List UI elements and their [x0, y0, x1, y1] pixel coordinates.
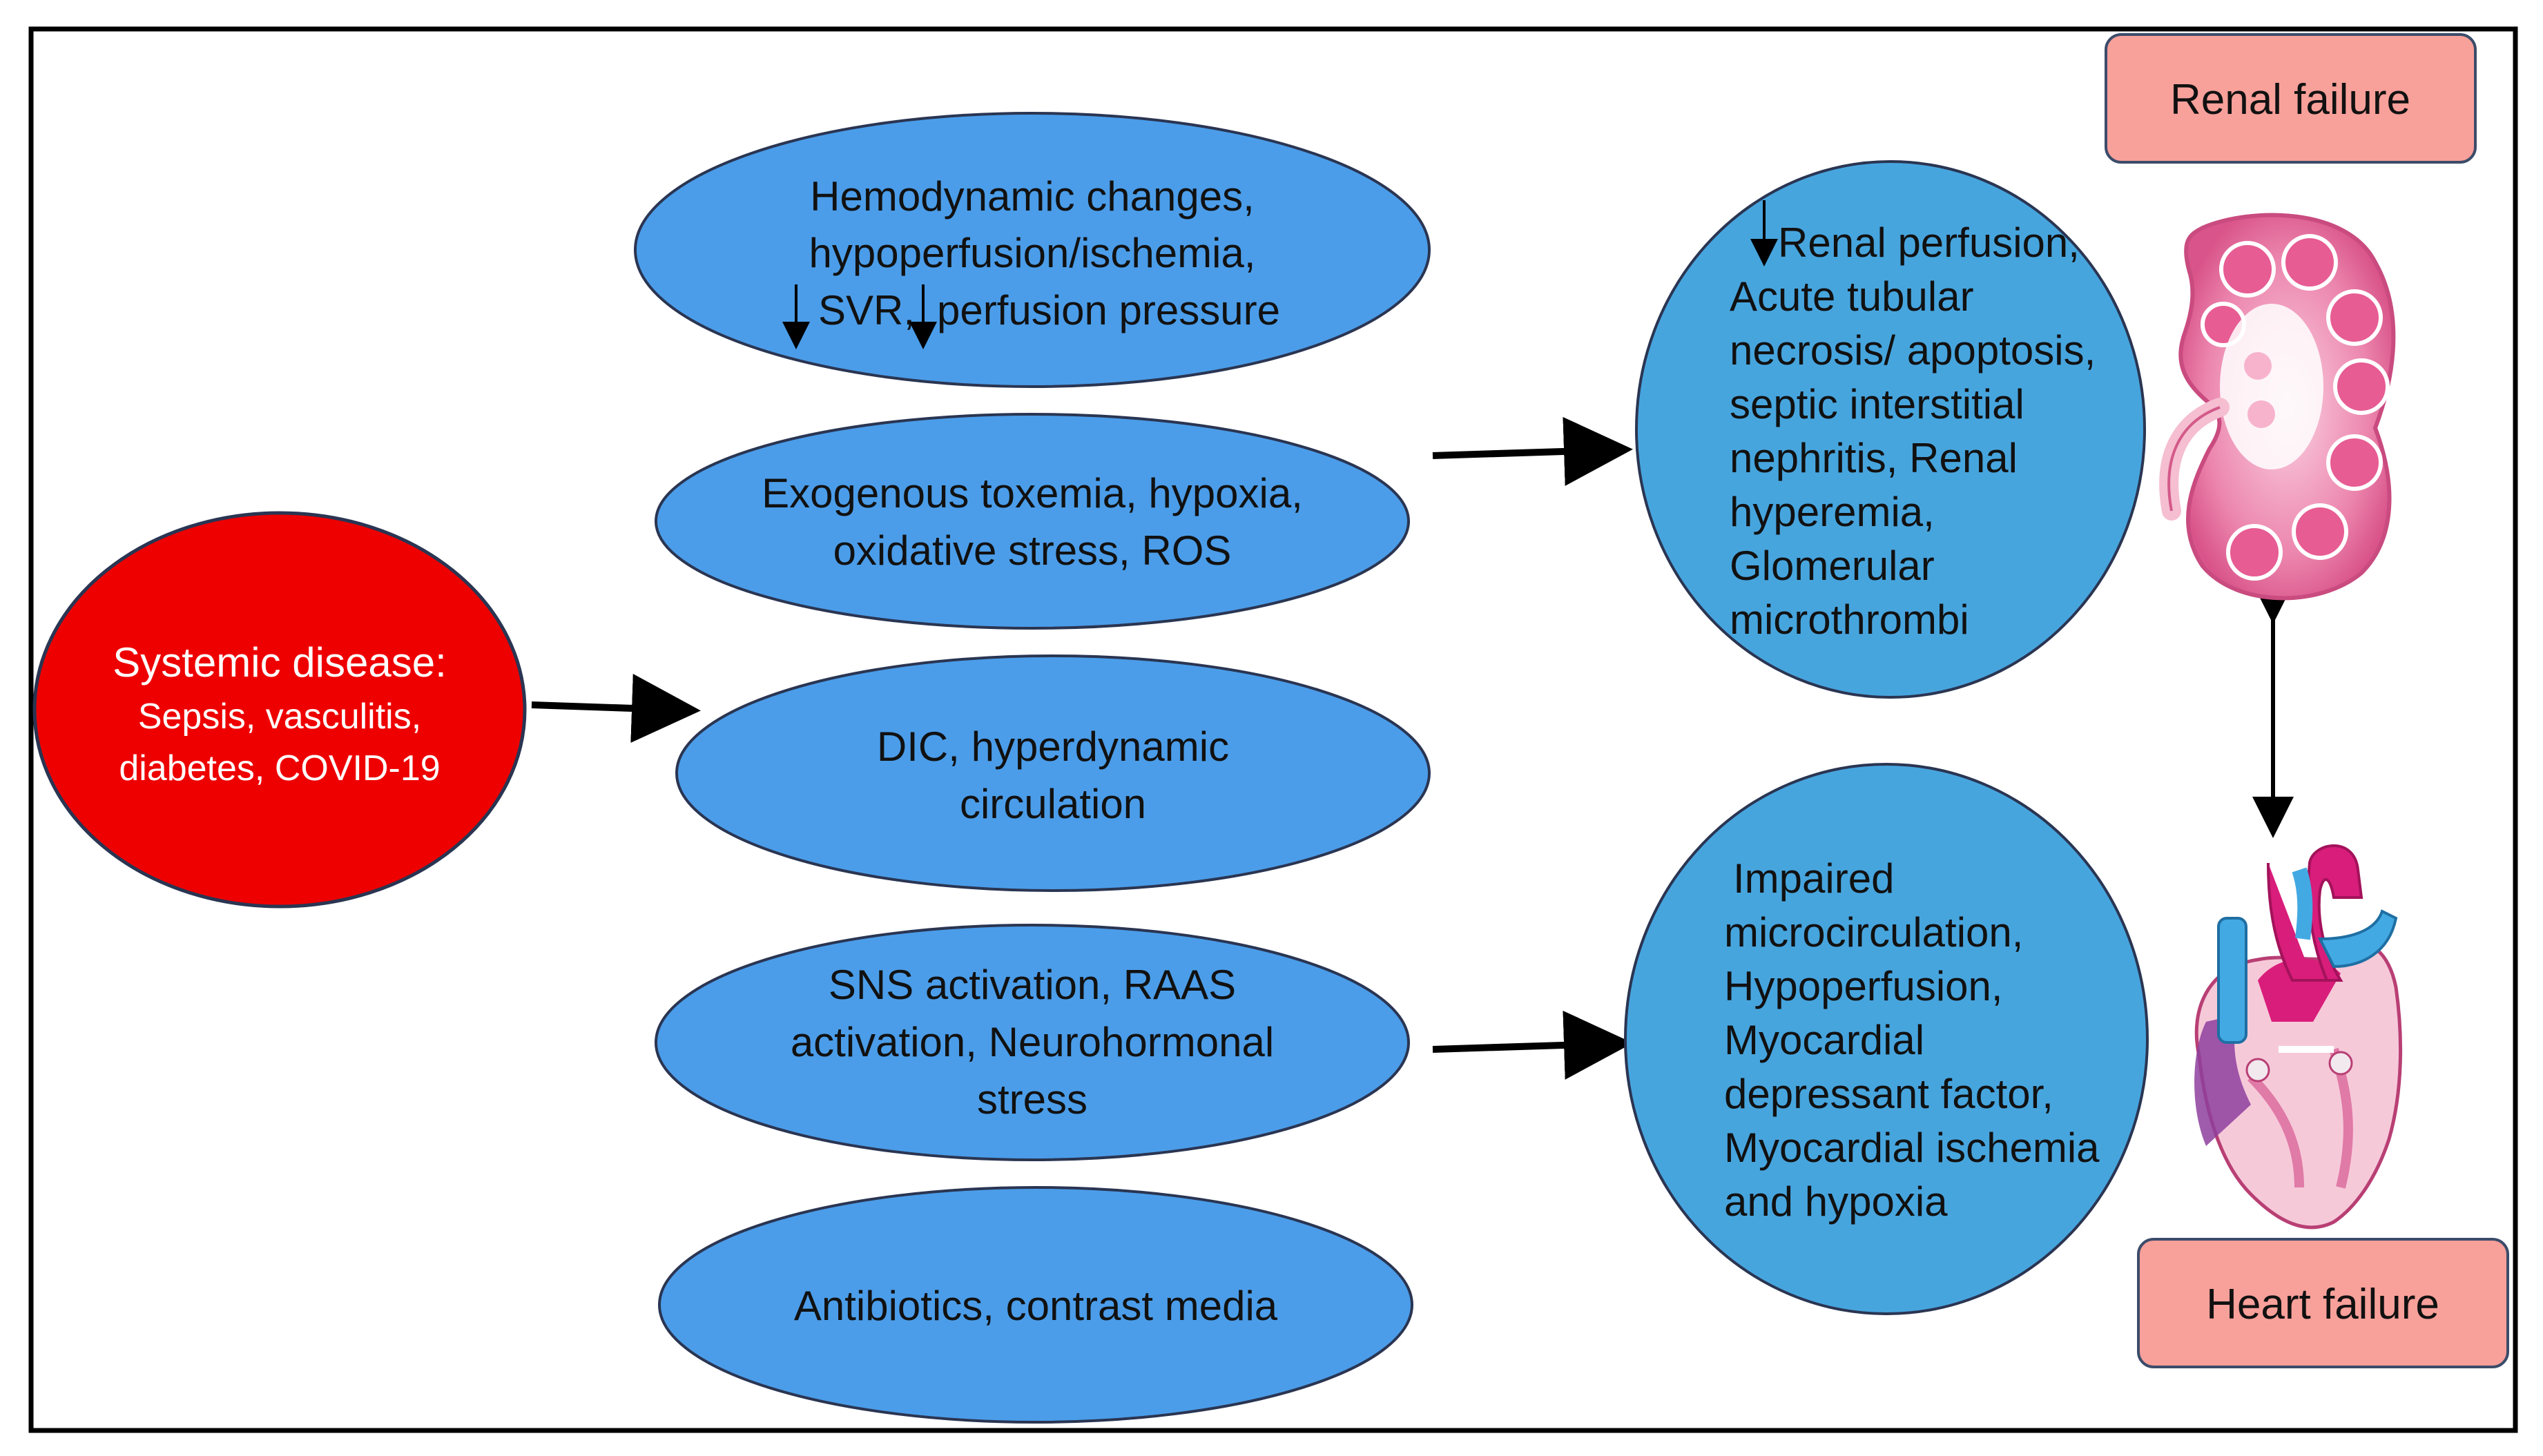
heart-failure-box: Heart failure: [2137, 1238, 2509, 1368]
cardiac-effect-line: Hypoperfusion,: [1724, 963, 2003, 1009]
kidney-illustration: [2159, 213, 2396, 601]
mechanism-line: Hemodynamic changes,: [810, 173, 1255, 220]
mechanism-line: SVR,: [818, 287, 915, 333]
mechanism-node: Antibiotics, contrast media: [658, 1186, 1413, 1424]
right-arrow-icon: [1432, 416, 1633, 486]
renal-effect-line: microthrombi: [1730, 596, 1969, 643]
mechanism-line: stress: [977, 1076, 1087, 1123]
cardiac-effect-line: and hypoxia: [1724, 1178, 1948, 1225]
mechanism-line: SNS activation, RAAS: [829, 962, 1236, 1008]
mechanism-line: Exogenous toxemia, hypoxia,: [762, 470, 1303, 516]
renal-effect-line: nephritis, Renal: [1730, 435, 2018, 481]
right-arrow-icon: [1432, 1010, 1633, 1080]
cardiac-effect-line: depressant factor,: [1724, 1071, 2053, 1117]
renal-failure-label: Renal failure: [2170, 76, 2410, 124]
cardiac-effect-line: microcirculation,: [1724, 909, 2023, 955]
mechanism-line: DIC, hyperdynamic: [877, 724, 1229, 770]
renal-effect-line: Renal perfusion,: [1778, 220, 2080, 266]
renal-effect-line: necrosis/ apoptosis,: [1730, 327, 2096, 373]
cardiac-effect-line: Myocardial: [1724, 1017, 1924, 1063]
renal-effect-line: Glomerular: [1730, 543, 1935, 589]
renal-failure-box: Renal failure: [2105, 33, 2477, 164]
systemic-disease-node: Systemic disease: Sepsis, vasculitis, di…: [32, 511, 527, 909]
mechanism-line: activation, Neurohormonal: [791, 1019, 1274, 1065]
mechanism-node: Hemodynamic changes, hypoperfusion/ische…: [634, 112, 1431, 388]
systemic-disease-line: diabetes, COVID-19: [119, 748, 440, 788]
mechanism-line: hypoperfusion/ischemia,: [809, 230, 1255, 276]
mechanism-line: perfusion pressure: [937, 287, 1280, 333]
right-arrow-icon: [531, 673, 701, 743]
cardiac-effects-node: Impaired microcirculation, Hypoperfusion…: [1624, 763, 2149, 1315]
mechanism-node: SNS activation, RAAS activation, Neuroho…: [655, 924, 1410, 1161]
heart-failure-label: Heart failure: [2206, 1281, 2439, 1328]
heart-illustration: [2194, 844, 2403, 1230]
systemic-disease-line: Sepsis, vasculitis,: [138, 697, 421, 737]
renal-effect-line: septic interstitial: [1730, 381, 2024, 427]
mechanism-line: oxidative stress, ROS: [833, 527, 1232, 574]
mechanism-line: circulation: [960, 781, 1146, 827]
mechanism-node: DIC, hyperdynamic circulation: [675, 654, 1431, 892]
systemic-disease-title: Systemic disease:: [113, 639, 447, 686]
mechanism-node: Exogenous toxemia, hypoxia, oxidative st…: [655, 413, 1410, 630]
cardiac-effect-line: Myocardial ischemia: [1724, 1125, 2100, 1171]
mechanism-line: Antibiotics, contrast media: [794, 1283, 1278, 1329]
renal-effects-node: Renal perfusion, Acute tubular necrosis/…: [1635, 160, 2146, 699]
cardiac-effect-line: Impaired: [1733, 855, 1894, 902]
renal-effect-line: hyperemia,: [1730, 489, 1935, 535]
renal-effect-line: Acute tubular: [1730, 273, 1974, 320]
